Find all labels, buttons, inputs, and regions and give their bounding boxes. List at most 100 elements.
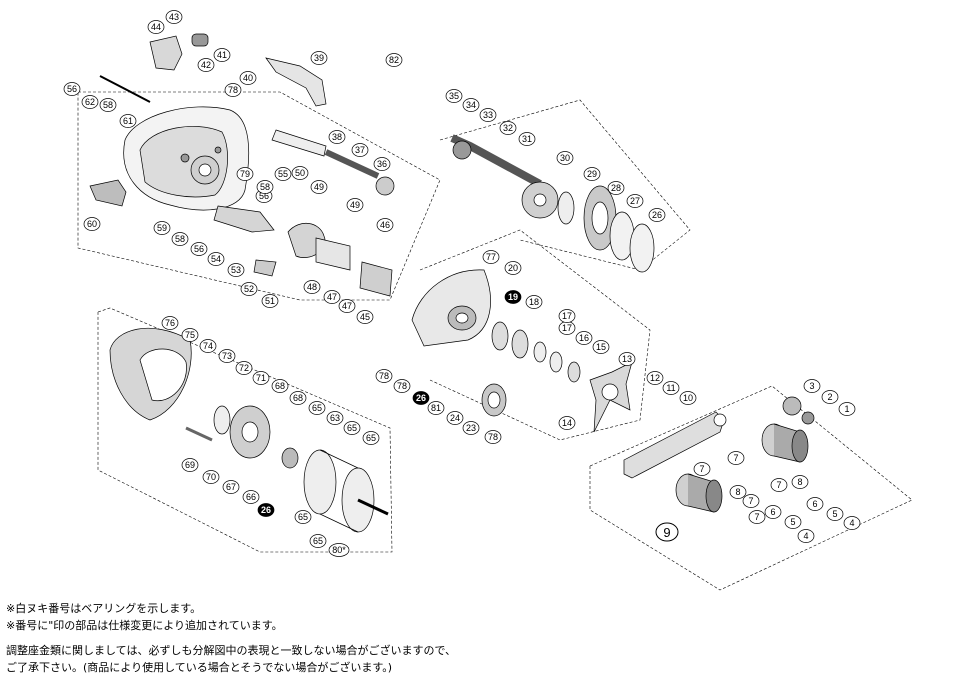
part-callout-56: 56 <box>63 82 81 96</box>
part-callout-26: 26 <box>648 208 666 222</box>
part-callout-29: 29 <box>583 167 601 181</box>
part-callout-54: 54 <box>207 252 225 266</box>
part-callout-75: 75 <box>181 328 199 342</box>
assembly-boundary-middle <box>419 229 651 441</box>
svg-text:13: 13 <box>622 354 632 364</box>
svg-text:26: 26 <box>416 393 426 403</box>
part-callout-77: 77 <box>482 250 500 264</box>
shim-note-line2: ご了承下さい。(商品により使用している場合とそうでない場合がございます。) <box>6 661 393 674</box>
svg-text:78: 78 <box>379 371 389 381</box>
svg-text:69: 69 <box>185 460 195 470</box>
part-callout-5: 5 <box>826 507 844 521</box>
part-callout-58: 58 <box>99 98 117 112</box>
part-callout-4: 4 <box>797 529 815 543</box>
handle-nut <box>782 396 815 425</box>
handle-arm <box>623 411 727 479</box>
svg-text:26: 26 <box>261 505 271 515</box>
part-callout-24: 24 <box>446 411 464 425</box>
part-callout-58: 58 <box>171 232 189 246</box>
svg-text:6: 6 <box>812 499 817 509</box>
main-shaft <box>450 134 542 188</box>
svg-text:27: 27 <box>630 196 640 206</box>
svg-text:49: 49 <box>350 200 360 210</box>
svg-text:78: 78 <box>397 381 407 391</box>
brake-spring <box>185 426 213 442</box>
part-callout-3: 3 <box>803 379 821 393</box>
svg-text:56: 56 <box>194 244 204 254</box>
part-callout-65: 65 <box>308 401 326 415</box>
svg-text:46: 46 <box>380 220 390 230</box>
svg-text:44: 44 <box>151 22 161 32</box>
part-callout-62: 62 <box>81 95 99 109</box>
part-callout-74: 74 <box>199 339 217 353</box>
svg-text:34: 34 <box>466 100 476 110</box>
bearing-callout-26: 26 <box>412 391 430 405</box>
svg-text:78: 78 <box>488 432 498 442</box>
part-callout-49: 49 <box>346 198 364 212</box>
svg-text:16: 16 <box>579 333 589 343</box>
part-callout-71: 71 <box>252 371 270 385</box>
part-callout-66: 66 <box>242 490 260 504</box>
part-callout-17: 17 <box>558 321 576 335</box>
part-callout-40: 40 <box>239 71 257 85</box>
svg-text:8: 8 <box>735 487 740 497</box>
assembly-boundary-top-left <box>77 91 441 301</box>
svg-text:71: 71 <box>256 373 266 383</box>
part-callout-70: 70 <box>202 470 220 484</box>
part-callout-53: 53 <box>227 263 245 277</box>
svg-text:3: 3 <box>809 381 814 391</box>
svg-text:30: 30 <box>560 153 570 163</box>
one-way-clutch <box>481 383 507 417</box>
svg-text:31: 31 <box>522 134 532 144</box>
svg-text:65: 65 <box>313 536 323 546</box>
part-callout-7: 7 <box>748 510 766 524</box>
part-callout-76: 76 <box>161 316 179 330</box>
svg-text:17: 17 <box>562 323 572 333</box>
part-callout-32: 32 <box>499 121 517 135</box>
svg-text:4: 4 <box>849 518 854 528</box>
part-callout-44: 44 <box>147 20 165 34</box>
svg-text:36: 36 <box>377 159 387 169</box>
svg-text:49: 49 <box>314 182 324 192</box>
svg-text:70: 70 <box>206 472 216 482</box>
svg-text:7: 7 <box>733 453 738 463</box>
handle-knob-lower <box>675 473 723 513</box>
part-callout-46: 46 <box>376 218 394 232</box>
svg-text:15: 15 <box>596 342 606 352</box>
part-callout-72: 72 <box>235 361 253 375</box>
part-callout-41: 41 <box>213 48 231 62</box>
svg-text:35: 35 <box>449 91 459 101</box>
part-callout-73: 73 <box>218 349 236 363</box>
bearing-callout-19: 19 <box>504 290 522 304</box>
svg-text:54: 54 <box>211 254 221 264</box>
svg-text:2: 2 <box>827 392 832 402</box>
svg-text:47: 47 <box>327 292 337 302</box>
svg-text:48: 48 <box>307 282 317 292</box>
drag-washers <box>557 191 655 273</box>
part-callout-6: 6 <box>806 497 824 511</box>
svg-text:79: 79 <box>240 169 250 179</box>
legend-note-added-parts: ※番号に"印の部品は仕様変更により追加されています。 <box>6 619 283 632</box>
part-callout-5: 5 <box>784 515 802 529</box>
svg-text:75: 75 <box>185 330 195 340</box>
part-callout-65: 65 <box>294 510 312 524</box>
clutch-top-cover <box>265 57 327 107</box>
part-callout-47: 47 <box>338 299 356 313</box>
svg-text:11: 11 <box>666 383 675 393</box>
part-callout-43: 43 <box>165 10 183 24</box>
svg-text:47: 47 <box>342 301 352 311</box>
part-callout-49: 49 <box>310 180 328 194</box>
bearing-callout-26: 26 <box>257 503 275 517</box>
part-callout-33: 33 <box>479 108 497 122</box>
part-callout-17: 17 <box>558 309 576 323</box>
part-callout-31: 31 <box>518 132 536 146</box>
side-plate <box>109 327 192 421</box>
svg-text:19: 19 <box>508 292 518 302</box>
part-callout-63: 63 <box>326 411 344 425</box>
part-callout-28: 28 <box>607 181 625 195</box>
part-callout-4: 4 <box>843 516 861 530</box>
part-callout-69: 69 <box>181 458 199 472</box>
side-plate-parts <box>213 205 277 277</box>
svg-text:5: 5 <box>790 517 795 527</box>
part-callout-30: 30 <box>556 151 574 165</box>
